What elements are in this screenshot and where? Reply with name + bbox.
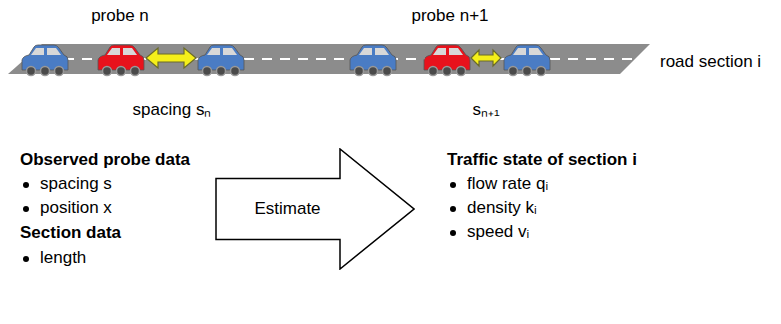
text-label: density kᵢ bbox=[447, 198, 537, 218]
vehicle bbox=[198, 45, 244, 76]
text-label: road section i bbox=[660, 52, 761, 72]
vehicle bbox=[350, 45, 396, 76]
probe-vehicle bbox=[424, 45, 470, 76]
vehicle bbox=[22, 45, 68, 76]
text-label: spacing sₙ bbox=[133, 100, 212, 120]
section-heading: Traffic state of section i bbox=[447, 150, 637, 170]
text-label: spacing s bbox=[20, 174, 112, 194]
text-label: probe n+1 bbox=[411, 6, 488, 26]
section-heading: Section data bbox=[20, 223, 121, 243]
vehicle bbox=[504, 45, 550, 76]
process-arrow: Estimate bbox=[215, 148, 415, 270]
section-heading: Observed probe data bbox=[20, 150, 190, 170]
arrow-label: Estimate bbox=[254, 199, 320, 219]
text-label: flow rate qᵢ bbox=[447, 174, 548, 194]
spacing-arrow bbox=[146, 48, 196, 68]
text-label: probe n bbox=[91, 6, 149, 26]
text-label: sₙ₊₁ bbox=[472, 100, 499, 120]
text-label: length bbox=[20, 248, 86, 268]
probe-vehicle bbox=[98, 45, 144, 76]
spacing-arrow bbox=[471, 50, 501, 66]
text-label: position x bbox=[20, 198, 112, 218]
text-label: speed vᵢ bbox=[447, 222, 529, 242]
